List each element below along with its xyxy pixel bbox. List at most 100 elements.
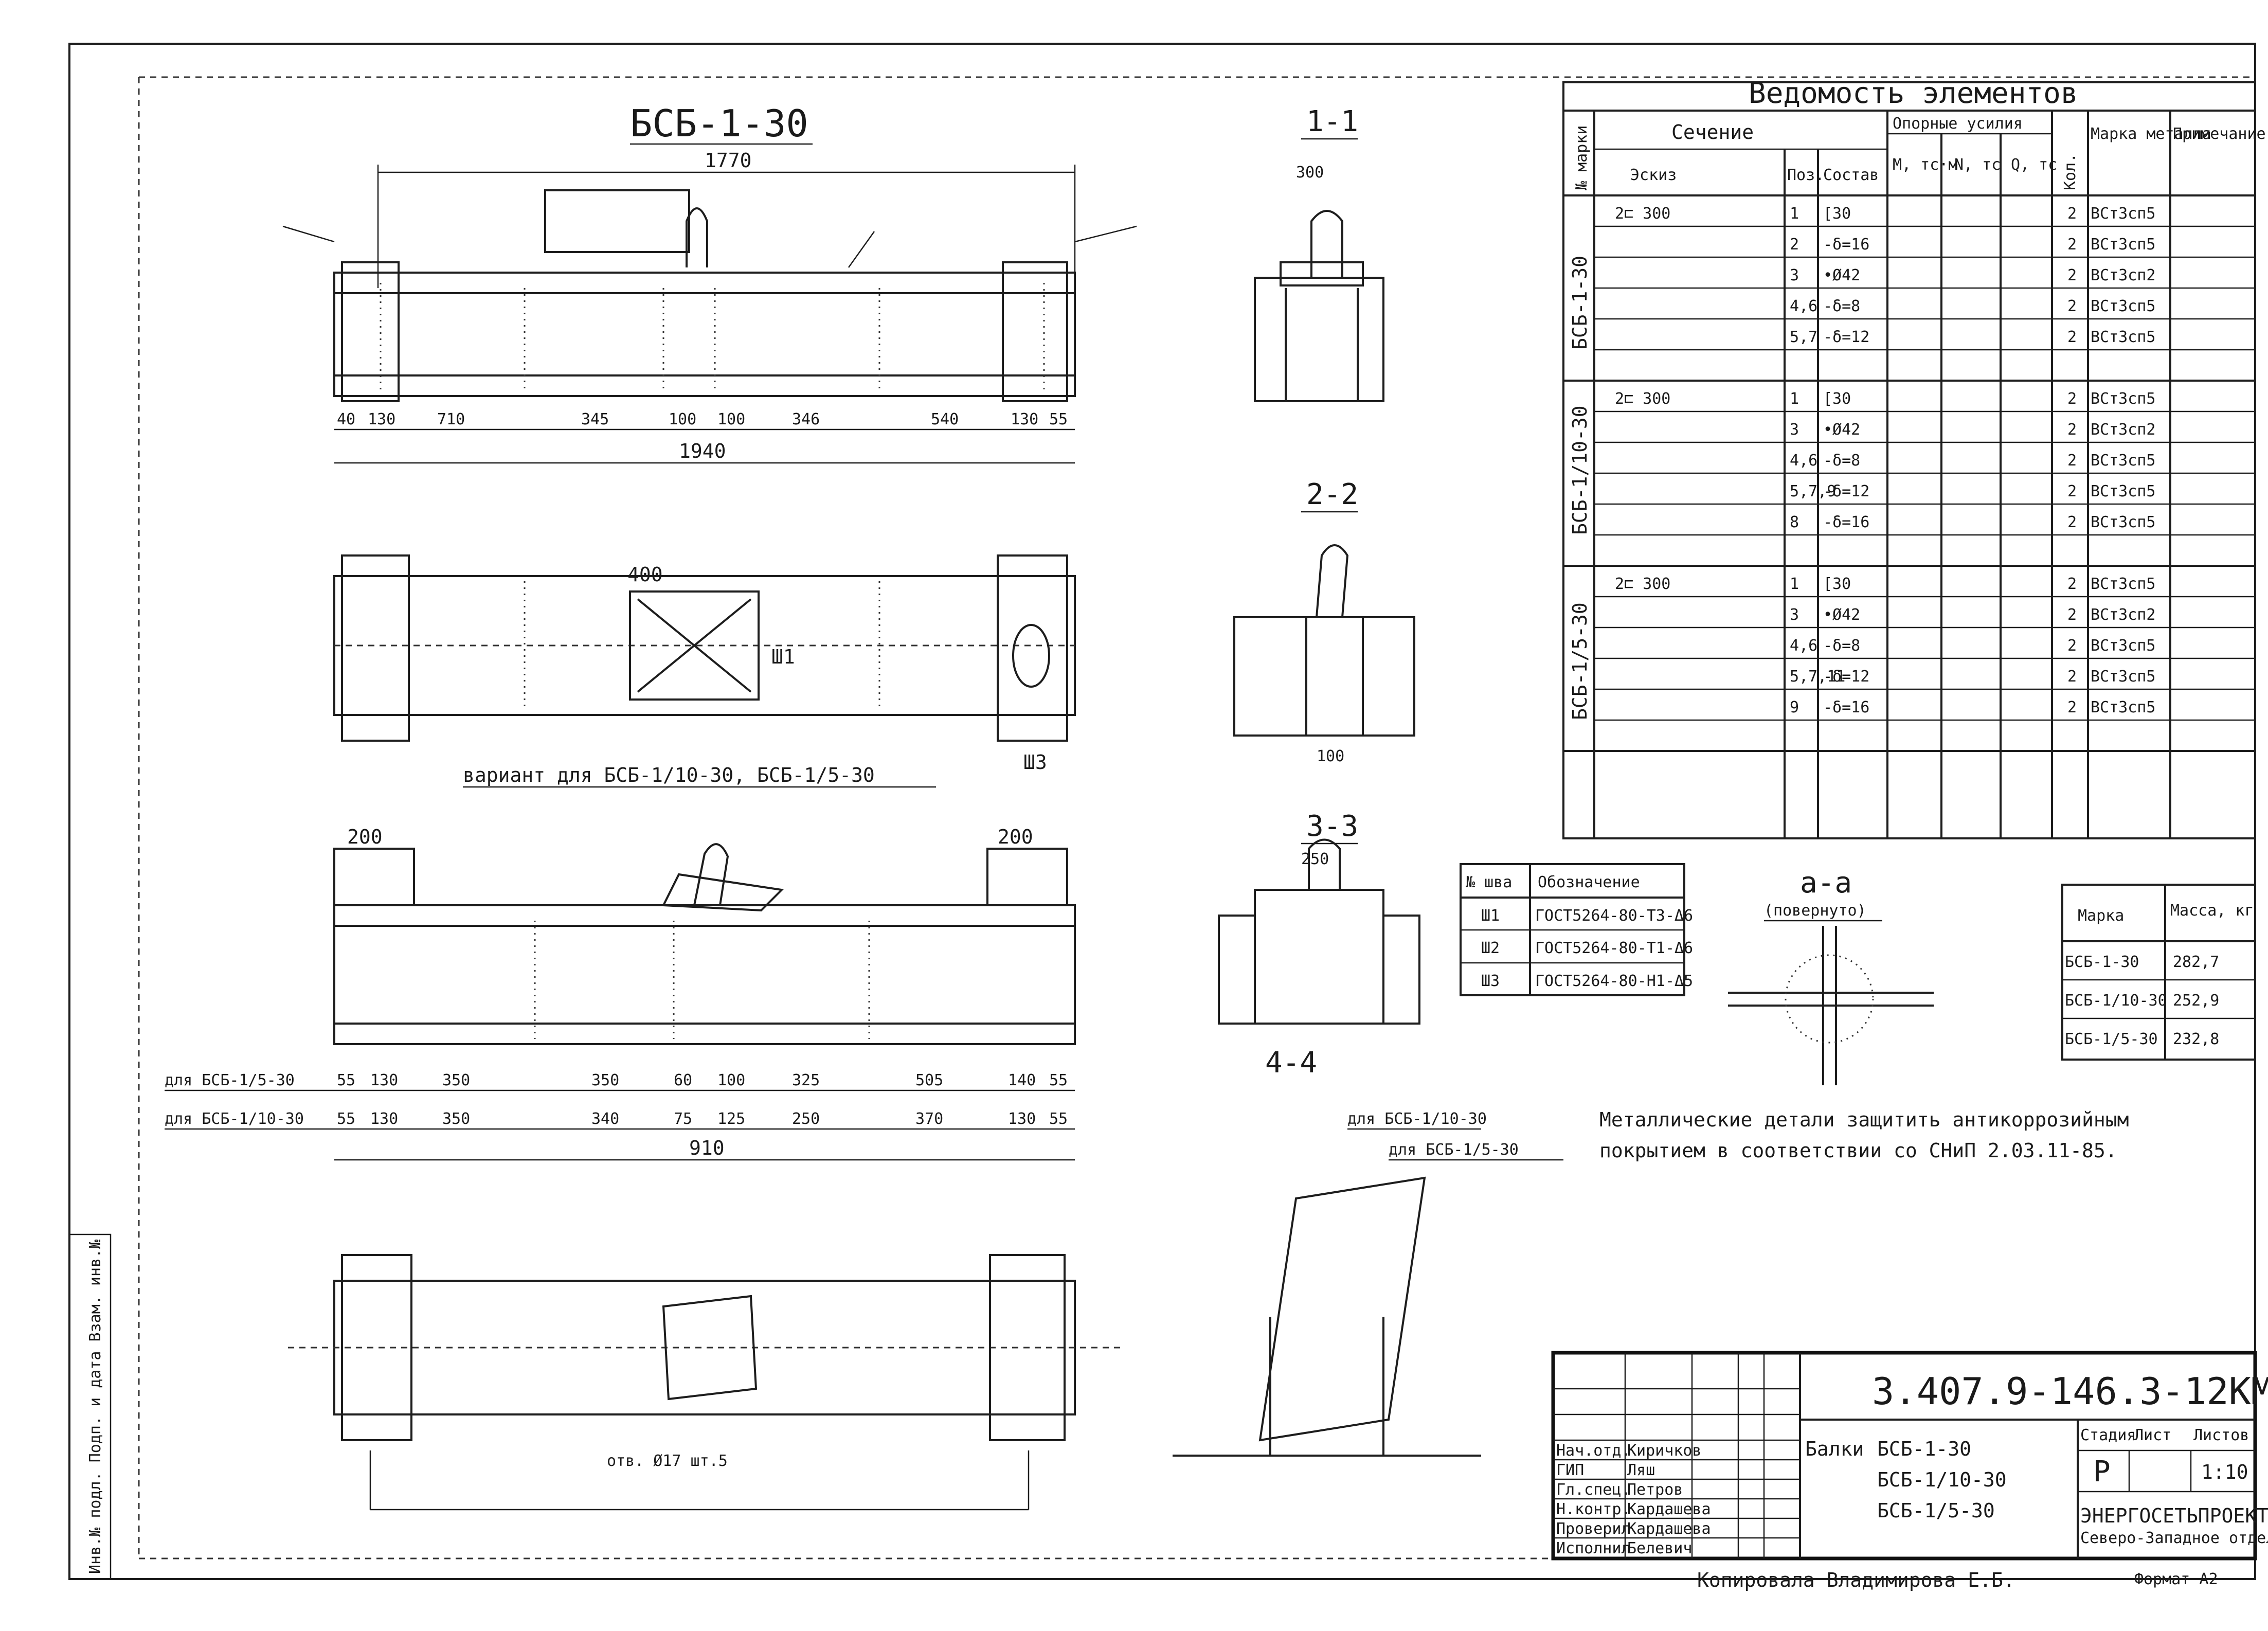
- spec-cell-pos: 3: [1790, 606, 1799, 624]
- view1-chain-dim-values: 40 130 710 345 100 100 346 540 130 55: [337, 410, 1068, 428]
- note-line-2: покрытием в соответствии со СНиП 2.03.11…: [1599, 1139, 2117, 1162]
- spec-h-m: М, тс·м: [1893, 156, 1957, 174]
- tb-staff-name: Белевич: [1627, 1539, 1692, 1557]
- spec-h-steel: Марка металла: [2091, 125, 2211, 143]
- side-stamp-text: Инв.№ подл. Подп. и дата Взам. инв.№: [86, 1240, 104, 1574]
- spec-cell-comp: -δ=12: [1823, 482, 1869, 500]
- spec-cell-steel: ВСт3сп5: [2091, 575, 2155, 593]
- spec-h-sketch: Эскиз: [1630, 166, 1677, 184]
- spec-cell-qty: 2: [2067, 236, 2077, 254]
- spec-h-comp: Состав: [1823, 166, 1879, 184]
- spec-cell-pos: 1: [1790, 205, 1799, 223]
- mass-row-mark: БСБ-1-30: [2065, 953, 2139, 971]
- tb-staff-name: Киричков: [1627, 1442, 1702, 1460]
- side-stamp-frame: [68, 1233, 112, 1580]
- view2-diag-b: [637, 598, 752, 693]
- row-a-dim: 100: [717, 1071, 745, 1089]
- chain-dim: 130: [1011, 410, 1038, 428]
- view1-end-plate-left: [341, 261, 400, 402]
- weld-row-no: Ш2: [1481, 939, 1500, 957]
- section-a-note: (повернуто): [1764, 902, 1866, 920]
- title-block-org: ЭНЕРГОСЕТЬПРОЕКТ: [2080, 1504, 2268, 1527]
- spec-cell-mark: БСБ-1/10-30: [1569, 405, 1591, 535]
- mass-row-mark: БСБ-1/10-30: [2065, 992, 2167, 1010]
- spec-cell-pos: 8: [1790, 513, 1799, 531]
- title-block-frame: [1551, 1351, 2257, 1561]
- side-label-5: для БСБ-1/5-30: [1389, 1141, 1519, 1159]
- row-a-dim: 55: [337, 1071, 355, 1089]
- spec-cell-qty: 2: [2067, 698, 2077, 716]
- section-1-body: [1254, 277, 1384, 402]
- view1-title: БСБ-1-30: [630, 102, 808, 145]
- view3-end-plate-left: [333, 848, 415, 906]
- spec-cell-pos: 4,6: [1790, 637, 1817, 655]
- dim-910: 910: [689, 1137, 725, 1159]
- dim-1940: 1940: [679, 440, 726, 462]
- row-b-dim: 55: [337, 1110, 355, 1128]
- row-a-dims: 55 130 350 350 60 100 325 505 140 55: [337, 1071, 1068, 1089]
- title-block-sheet-label: Лист: [2134, 1426, 2171, 1444]
- view2-end-block-left: [341, 554, 410, 742]
- section-3-side-r: [1382, 915, 1420, 1025]
- spec-cell-qty: 2: [2067, 575, 2077, 593]
- title-block-name-3: БСБ-1/5-30: [1877, 1499, 1995, 1522]
- spec-cell-qty: 2: [2067, 297, 2077, 315]
- spec-cell-qty: 2: [2067, 668, 2077, 686]
- spec-cell-comp: -δ=16: [1823, 698, 1869, 716]
- row-b-dims: 55 130 350 340 75 125 250 370 130 55: [337, 1110, 1068, 1128]
- spec-h-section: Сечение: [1671, 121, 1754, 144]
- mass-row-value: 282,7: [2173, 953, 2219, 971]
- title-block: 3.407.9-146.3-12КМ Балки БСБ-1-30 БСБ-1/…: [1551, 1351, 2268, 1561]
- spec-cell-steel: ВСт3сп5: [2091, 236, 2155, 254]
- title-block-scale: 1:10: [2201, 1461, 2248, 1483]
- spec-cell-qty: 2: [2067, 390, 2077, 408]
- section-1-dim-300: 300: [1296, 164, 1324, 182]
- spec-cell-comp: [30: [1823, 205, 1851, 223]
- section-a-title: а-а: [1800, 866, 1852, 900]
- section-1-cap: [1280, 261, 1364, 286]
- weld-row-no: Ш3: [1481, 972, 1500, 990]
- view2-center-plate: [629, 590, 760, 701]
- row-a-dim: 505: [915, 1071, 943, 1089]
- mass-row-value: 252,9: [2173, 992, 2219, 1010]
- view1-leader-5: [1074, 225, 1137, 243]
- spec-cell-steel: ВСт3сп5: [2091, 205, 2155, 223]
- view2-weld-mark: Ш1: [771, 646, 795, 668]
- tb-staff-role: Проверил: [1556, 1520, 1631, 1538]
- title-block-copied-by: Копировала Владимирова Е.Б.: [1697, 1569, 2015, 1591]
- spec-cell-sketch: 2⊏ 300: [1615, 575, 1670, 593]
- spec-cell-pos: 2: [1790, 236, 1799, 254]
- chain-dim: 100: [669, 410, 696, 428]
- section-2-dim-100: 100: [1317, 747, 1344, 765]
- side-label-10: для БСБ-1/10-30: [1347, 1110, 1487, 1128]
- section-1-title: 1-1: [1306, 105, 1358, 138]
- chain-dim: 345: [581, 410, 609, 428]
- section-2-loop: [1316, 544, 1349, 618]
- spec-h-qty: Кол.: [2061, 153, 2079, 190]
- section-2-title: 2-2: [1306, 478, 1358, 511]
- view3-dim-200: 200: [347, 826, 383, 848]
- spec-cell-steel: ВСт3сп5: [2091, 482, 2155, 500]
- chain-dim: 540: [931, 410, 959, 428]
- view1-leader-1: [848, 231, 875, 268]
- spec-cell-steel: ВСт3сп5: [2091, 452, 2155, 470]
- title-block-stage-label: Стадия: [2080, 1426, 2136, 1444]
- weld-h-no: № шва: [1466, 873, 1512, 891]
- title-block-org-sub: Северо-Западное отделение: [2080, 1529, 2268, 1547]
- spec-cell-mark: БСБ-1/5-30: [1569, 602, 1591, 720]
- section-a-weld-ring: [1785, 954, 1874, 1044]
- section-3-body: [1254, 889, 1384, 1025]
- chain-dim: 55: [1049, 410, 1068, 428]
- section-3-loop: [1308, 838, 1341, 890]
- row-b-dim: 125: [717, 1110, 745, 1128]
- spec-cell-qty: 2: [2067, 421, 2077, 439]
- spec-cell-qty: 2: [2067, 482, 2077, 500]
- view3-end-plate-right: [986, 848, 1068, 906]
- spec-cell-steel: ВСт3сп5: [2091, 297, 2155, 315]
- title-block-name-1: БСБ-1-30: [1877, 1438, 1971, 1460]
- row-b-dim: 75: [674, 1110, 692, 1128]
- spec-cell-qty: 2: [2067, 452, 2077, 470]
- spec-cell-steel: ВСт3сп5: [2091, 668, 2155, 686]
- spec-h-pos: Поз.: [1787, 166, 1824, 184]
